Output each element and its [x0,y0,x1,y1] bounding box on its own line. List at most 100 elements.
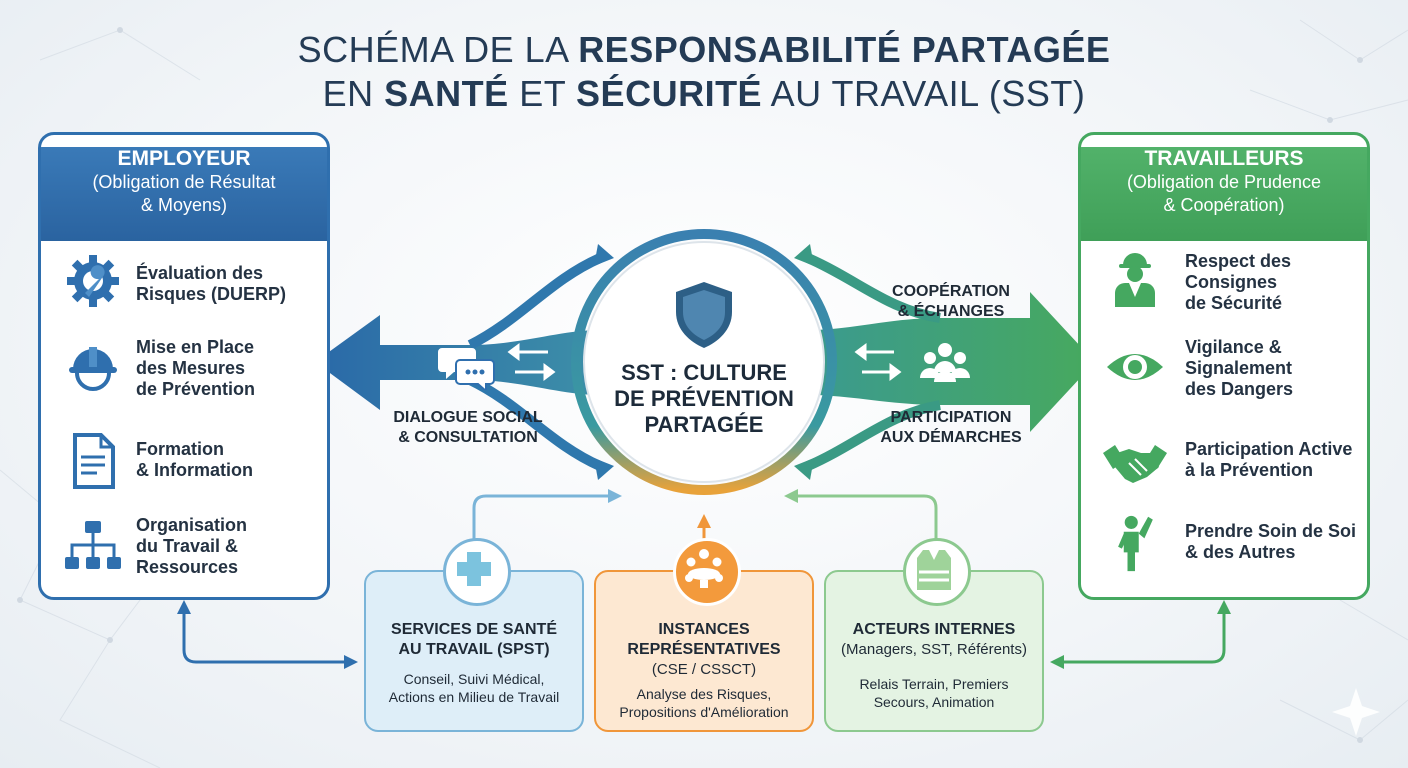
travailleurs-header: TRAVAILLEURS (Obligation de Prudence & C… [1081,147,1367,241]
card-desc: Propositions d'Amélioration [619,704,789,720]
item-line: Risques (DUERP) [136,284,287,304]
eye-icon [1107,354,1163,380]
card-title: INSTANCES [658,621,750,638]
title-part: EN [322,73,385,114]
person-waving-icon [1118,515,1153,572]
meeting-icon [673,538,741,606]
item-line: Respect des [1185,251,1292,271]
title-part: AU TRAVAIL (SST) [762,73,1086,114]
travailleurs-item-label: Participation Active à la Prévention [1185,439,1352,481]
chat-bubbles-icon [438,348,495,390]
item-line: & des Autres [1185,542,1296,562]
card-title: AU TRAVAIL (SPST) [366,640,582,660]
employeur-header: EMPLOYEUR (Obligation de Résultat & Moye… [41,147,327,241]
card-title: REPRÉSENTATIVES [627,641,781,658]
title-line-2: EN SANTÉ ET SÉCURITÉ AU TRAVAIL (SST) [0,72,1408,116]
label-line: DIALOGUE SOCIAL [393,409,543,426]
title-part: SCHÉMA DE LA [297,29,579,70]
label-line: & ÉCHANGES [897,303,1005,320]
employeur-item: Évaluation des Risques (DUERP) [41,247,327,327]
employeur-item: Mise en Place des Mesures de Prévention [41,331,327,411]
item-line: Mise en Place [136,337,255,357]
card-subtitle: (CSE / CSSCT) [651,661,757,678]
employeur-item-label: Mise en Place des Mesures de Prévention [136,337,255,400]
employeur-item-label: Organisation du Travail & Ressources [136,515,247,578]
card-title: ACTEURS INTERNES [852,621,1016,638]
group-icon [920,343,970,382]
item-line: Prendre Soin de Soi [1185,521,1357,541]
shield-icon [676,282,732,348]
employeur-panel: EMPLOYEUR (Obligation de Résultat & Moye… [38,132,330,600]
travailleurs-subtitle: & Coopération) [1163,195,1285,215]
employeur-item-label: Formation & Information [136,439,253,481]
item-line: Ressources [136,557,239,577]
hub-label: SST : CULTURE DE PRÉVENTION PARTAGÉE [598,360,810,438]
employeur-item: Organisation du Travail & Ressources [41,509,327,589]
item-line: Organisation [136,515,248,535]
employeur-heading: EMPLOYEUR [117,147,251,170]
item-line: Participation Active [1185,439,1353,459]
item-line: de Sécurité [1185,293,1283,313]
label-line: COOPÉRATION [892,283,1010,300]
employeur-subtitle: (Obligation de Résultat [92,172,276,192]
label-line: PARTICIPATION [890,409,1012,426]
title-part: SANTÉ [384,73,509,114]
card-title-part: AU TRAVAIL (SPST) [398,641,550,658]
item-line: de Prévention [136,379,256,399]
item-line: des Dangers [1185,379,1294,399]
travailleurs-item-label: Vigilance & Signalement des Dangers [1185,337,1293,400]
travailleurs-item: Participation Active à la Prévention [1081,427,1367,507]
item-line: Signalement [1185,358,1293,378]
card-subtitle: (Managers, SST, Référents) [841,641,1027,658]
employeur-item-label: Évaluation des Risques (DUERP) [136,263,286,305]
item-line: du Travail & [136,536,239,556]
item-line: Évaluation des [136,263,264,283]
gear-wrench-icon [67,255,119,307]
label-line: & CONSULTATION [398,429,538,446]
card-desc: Relais Terrain, Premiers [859,676,1009,692]
travailleurs-panel: TRAVAILLEURS (Obligation de Prudence & C… [1078,132,1370,600]
item-line: Vigilance & [1185,337,1282,357]
title-part: RESPONSABILITÉ PARTAGÉE [578,29,1111,70]
travailleurs-item: Vigilance & Signalement des Dangers [1081,331,1367,411]
item-line: Formation [136,439,224,459]
employeur-subtitle: & Moyens) [140,195,228,215]
travailleurs-subtitle: (Obligation de Prudence [1126,172,1322,192]
medical-cross-icon [443,538,511,606]
page-title: SCHÉMA DE LA RESPONSABILITÉ PARTAGÉE EN … [0,28,1408,116]
label-line: AUX DÉMARCHES [880,429,1022,446]
org-chart-icon [65,521,121,569]
title-part: SÉCURITÉ [576,73,763,114]
worker-icon [1115,253,1155,307]
travailleurs-item: Prendre Soin de Soi & des Autres [1081,509,1367,589]
document-icon [73,433,115,489]
item-line: & Information [136,460,253,480]
item-line: à la Prévention [1185,460,1314,480]
title-line-1: SCHÉMA DE LA RESPONSABILITÉ PARTAGÉE [0,28,1408,72]
travailleurs-item-label: Prendre Soin de Soi & des Autres [1185,521,1356,563]
safety-vest-icon [903,538,971,606]
title-part: ET [508,73,577,114]
employeur-item: Formation & Information [41,427,327,507]
travailleurs-item-label: Respect des Consignes de Sécurité [1185,251,1291,314]
card-desc: Secours, Animation [873,694,995,710]
card-spst: SERVICES DE SANTÉ AU TRAVAIL (SPST) Cons… [364,570,584,732]
right-arrow [810,292,1095,432]
card-title: SERVICES DE SANTÉ [391,621,557,638]
cooperation-label: COOPÉRATION & ÉCHANGES [866,282,1036,322]
participation-label: PARTICIPATION AUX DÉMARCHES [856,408,1046,448]
hard-hat-icon [69,347,117,391]
dialogue-social-label: DIALOGUE SOCIAL & CONSULTATION [378,408,558,448]
hub-line: DE PRÉVENTION [614,386,794,411]
card-acteurs: ACTEURS INTERNES (Managers, SST, Référen… [824,570,1044,732]
travailleurs-item: Respect des Consignes de Sécurité [1081,247,1367,327]
handshake-icon [1103,445,1167,483]
item-line: des Mesures [136,358,246,378]
card-desc: Conseil, Suivi Médical, [403,671,545,687]
card-desc: Actions en Milieu de Travail [388,689,560,705]
card-desc: Analyse des Risques, [636,686,772,702]
hub-line: PARTAGÉE [644,412,764,437]
hub-line: SST : CULTURE [621,360,787,385]
